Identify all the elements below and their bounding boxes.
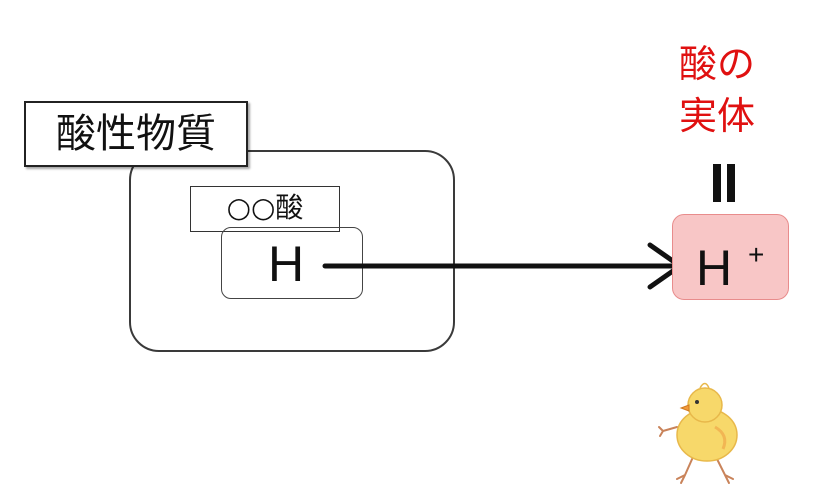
acid-essence-line1: 酸の <box>678 42 755 86</box>
acid-name-label: ○○酸 <box>190 186 340 232</box>
equals-bar-left <box>713 164 721 202</box>
chick-illustration-icon <box>658 382 738 484</box>
hydrogen-ion-charge: + <box>748 239 765 270</box>
hydrogen-ion-symbol: H <box>696 240 733 296</box>
equals-vertical-icon <box>711 164 741 204</box>
acidic-substance-container <box>129 150 455 352</box>
hydrogen-box <box>221 227 363 299</box>
acid-essence-label: 酸の 実体 <box>662 38 772 142</box>
acid-essence-line2: 実体 <box>678 94 755 138</box>
hydrogen-symbol: H <box>268 236 305 292</box>
acidic-substance-label: 酸性物質 <box>24 101 248 167</box>
hydrogen-ion-box <box>672 214 789 300</box>
equals-bar-right <box>727 164 735 202</box>
